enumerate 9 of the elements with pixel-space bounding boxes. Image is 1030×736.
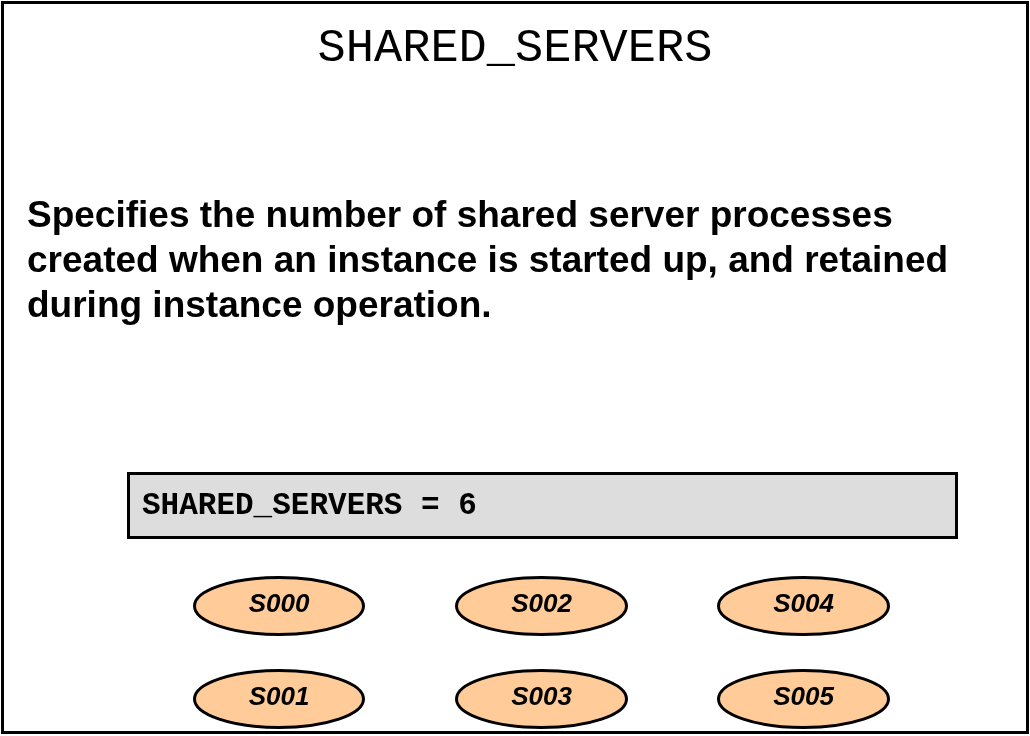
server-process-ellipse: S002 bbox=[455, 576, 628, 636]
title: SHARED_SERVERS bbox=[316, 22, 714, 76]
server-process-ellipse: S004 bbox=[717, 576, 890, 636]
parameter-setting-box: SHARED_SERVERS = 6 bbox=[127, 472, 958, 539]
server-process-ellipse: S000 bbox=[193, 576, 365, 636]
server-process-ellipse: S005 bbox=[717, 669, 890, 729]
server-process-ellipse: S001 bbox=[193, 669, 365, 729]
server-process-ellipse: S003 bbox=[455, 669, 628, 729]
description-text: Specifies the number of shared server processes created when an instance is started up, and retained during instance operation. bbox=[27, 193, 950, 327]
